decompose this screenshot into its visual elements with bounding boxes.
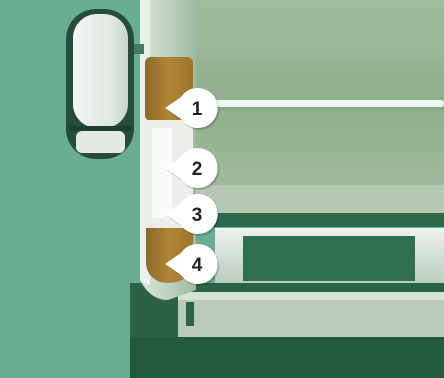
bumper-step-highlight bbox=[178, 292, 444, 300]
lower-body-band bbox=[188, 185, 444, 213]
dark-separator-band bbox=[188, 213, 444, 227]
bumper-slot bbox=[186, 302, 194, 326]
callout-2-label: 2 bbox=[192, 159, 203, 180]
callout-3-label: 3 bbox=[192, 205, 203, 226]
horizontal-trim-shadow bbox=[205, 107, 444, 110]
horizontal-trim-strip bbox=[205, 100, 444, 107]
grille-opening bbox=[243, 236, 415, 281]
callout-1-label: 1 bbox=[192, 99, 203, 120]
lamp-clear-highlight bbox=[152, 128, 172, 218]
cab-upper-shade bbox=[188, 0, 444, 60]
side-mirror-lower-glass bbox=[76, 131, 125, 153]
side-mirror-glass bbox=[73, 14, 128, 128]
side-mirror-divider bbox=[70, 126, 132, 131]
callout-4-label: 4 bbox=[192, 255, 203, 276]
undercarriage bbox=[130, 337, 444, 378]
